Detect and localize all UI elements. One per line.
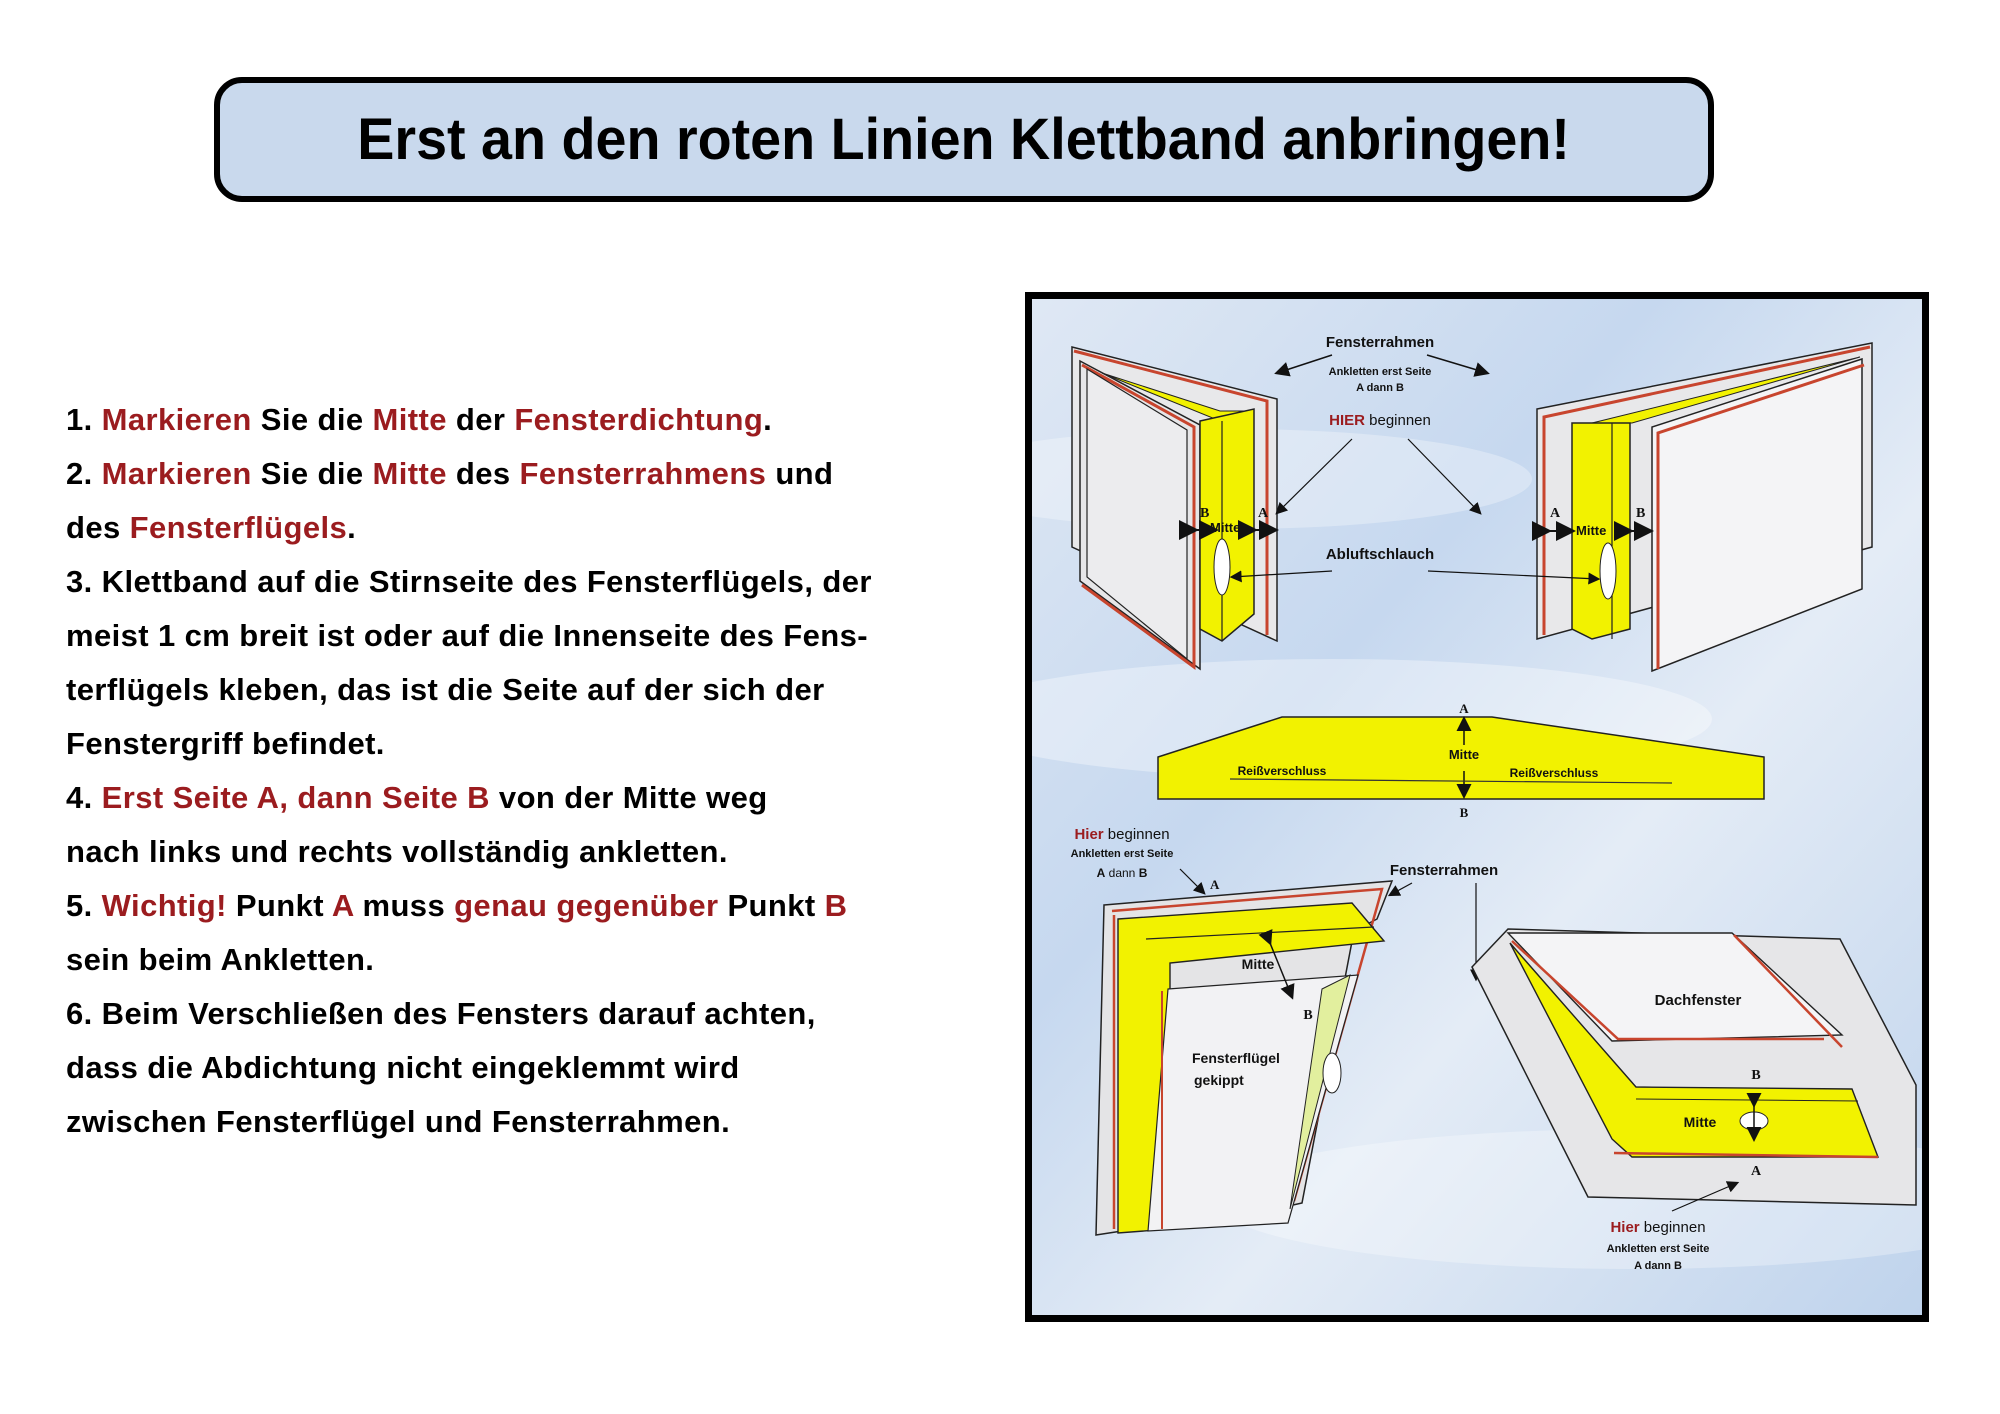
instruction-text: 3. Klettband auf die Stirnseite des Fens… xyxy=(66,564,872,599)
instruction-line: terflügels kleben, das ist die Seite auf… xyxy=(66,663,1026,717)
label-point-b: B xyxy=(1751,1068,1760,1083)
label-point-b: B xyxy=(1200,506,1209,521)
instruction-text: und xyxy=(766,456,834,491)
left-open-window-illustration: B Mitte A xyxy=(1071,346,1279,671)
instruction-text: des xyxy=(66,510,130,545)
label-point-a: A xyxy=(1550,506,1561,521)
instruction-line: 1. Markieren Sie die Mitte der Fensterdi… xyxy=(66,393,1026,447)
instruction-text: Punkt xyxy=(718,888,825,923)
diagram-svg: B Mitte A A Mitte B Fensterrahmen Anklet… xyxy=(1032,299,1922,1315)
instruction-line: dass die Abdichtung nicht eingeklemmt wi… xyxy=(66,1041,1026,1095)
zipper-strip-illustration: A Mitte Reißverschluss Reißverschluss B xyxy=(1157,701,1765,820)
highlighted-text: Erst Seite A, dann Seite B xyxy=(101,780,490,815)
instruction-text: von der Mitte weg xyxy=(489,780,768,815)
instruction-text: sein beim Ankletten. xyxy=(66,942,375,977)
label-mitte: Mitte xyxy=(1210,520,1240,535)
instruction-list: 1. Markieren Sie die Mitte der Fensterdi… xyxy=(66,393,1026,1149)
instruction-text: Sie die xyxy=(251,402,373,437)
instruction-text: . xyxy=(763,402,773,437)
highlighted-text: Fensterdichtung xyxy=(514,402,764,437)
label-reissverschluss-right: Reißverschluss xyxy=(1510,766,1599,780)
label-fensterrahmen: Fensterrahmen xyxy=(1390,862,1498,879)
label-mitte: Mitte xyxy=(1684,1114,1717,1130)
instruction-line: 6. Beim Verschließen des Fensters darauf… xyxy=(66,987,1026,1041)
label-hier-beginnen: Hier beginnen xyxy=(1610,1219,1705,1236)
label-point-b: B xyxy=(1303,1008,1312,1023)
highlighted-text: Fensterflügels xyxy=(129,510,348,545)
label-point-a: A xyxy=(1258,506,1269,521)
label-mitte: Mitte xyxy=(1242,956,1275,972)
highlighted-text: Mitte xyxy=(372,456,447,491)
label-reissverschluss-left: Reißverschluss xyxy=(1238,764,1327,778)
instruction-text: terflügels kleben, das ist die Seite auf… xyxy=(66,672,825,707)
title-banner: Erst an den roten Linien Klettband anbri… xyxy=(214,77,1714,202)
instruction-text: 4. xyxy=(66,780,102,815)
label-dachfenster: Dachfenster xyxy=(1655,992,1742,1009)
label-mitte: Mitte xyxy=(1576,523,1606,538)
label-hier-beginnen: Hier beginnen xyxy=(1074,826,1169,843)
label-fensterfluegel: Fensterflügel xyxy=(1192,1050,1280,1066)
instruction-text: zwischen Fensterflügel und Fensterrahmen… xyxy=(66,1104,731,1139)
label-a-dann-b: A dann B xyxy=(1097,866,1148,880)
label-mitte: Mitte xyxy=(1449,747,1479,762)
instruction-line: sein beim Ankletten. xyxy=(66,933,1026,987)
instruction-text: 6. Beim Verschließen des Fensters darauf… xyxy=(66,996,816,1031)
label-point-a: A xyxy=(1459,701,1469,716)
highlighted-text: A xyxy=(331,888,354,923)
highlighted-text: Mitte xyxy=(372,402,447,437)
instruction-line: des Fensterflügels. xyxy=(66,501,1026,555)
label-a-dann-b: A dann B xyxy=(1634,1260,1682,1272)
highlighted-text: genau gegenüber xyxy=(454,888,719,923)
highlighted-text: Fensterrahmens xyxy=(519,456,767,491)
instruction-line: nach links und rechts vollständig anklet… xyxy=(66,825,1026,879)
instruction-text: des xyxy=(446,456,520,491)
highlighted-text: Wichtig! xyxy=(101,888,227,923)
instruction-text: 5. xyxy=(66,888,102,923)
label-point-a: A xyxy=(1751,1164,1762,1179)
instruction-text: dass die Abdichtung nicht eingeklemmt wi… xyxy=(66,1050,740,1085)
instruction-text: . xyxy=(347,510,357,545)
label-a-dann-b: A dann B xyxy=(1356,382,1404,394)
instruction-line: zwischen Fensterflügel und Fensterrahmen… xyxy=(66,1095,1026,1149)
instruction-line: 2. Markieren Sie die Mitte des Fensterra… xyxy=(66,447,1026,501)
instruction-text: Punkt xyxy=(226,888,332,923)
instruction-text: muss xyxy=(353,888,455,923)
instruction-text: Sie die xyxy=(251,456,373,491)
roof-window-illustration: Dachfenster B Mitte A xyxy=(1471,928,1917,1212)
label-point-b: B xyxy=(1460,805,1469,820)
label-ankletten: Ankletten erst Seite xyxy=(1071,848,1174,860)
label-abluftschlauch: Abluftschlauch xyxy=(1326,546,1434,563)
label-gekippt: gekippt xyxy=(1194,1072,1244,1088)
instruction-line: Fenstergriff befindet. xyxy=(66,717,1026,771)
instruction-text: 2. xyxy=(66,456,102,491)
label-fensterrahmen: Fensterrahmen xyxy=(1326,334,1434,351)
instruction-line: 4. Erst Seite A, dann Seite B von der Mi… xyxy=(66,771,1026,825)
label-hier-beginnen: HIER beginnen xyxy=(1329,412,1431,429)
label-ankletten: Ankletten erst Seite xyxy=(1329,366,1432,378)
instruction-text: Fenstergriff befindet. xyxy=(66,726,385,761)
highlighted-text: B xyxy=(824,888,848,923)
highlighted-text: Markieren xyxy=(101,402,252,437)
label-point-b: B xyxy=(1636,506,1645,521)
installation-diagram: B Mitte A A Mitte B Fensterrahmen Anklet… xyxy=(1025,292,1929,1322)
tilted-window-illustration: Mitte B Fensterflügel gekippt xyxy=(1095,880,1394,1236)
instruction-text: der xyxy=(446,402,515,437)
instruction-line: 5. Wichtig! Punkt A muss genau gegenüber… xyxy=(66,879,1026,933)
instruction-text: 1. xyxy=(66,402,102,437)
label-point-a: A xyxy=(1210,877,1220,892)
right-open-window-illustration: A Mitte B xyxy=(1532,342,1873,673)
label-ankletten: Ankletten erst Seite xyxy=(1607,1243,1710,1255)
page-title: Erst an den roten Linien Klettband anbri… xyxy=(357,107,1571,172)
highlighted-text: Markieren xyxy=(101,456,252,491)
instruction-line: meist 1 cm breit ist oder auf die Innens… xyxy=(66,609,1026,663)
instruction-line: 3. Klettband auf die Stirnseite des Fens… xyxy=(66,555,1026,609)
instruction-text: nach links und rechts vollständig anklet… xyxy=(66,834,728,869)
instruction-text: meist 1 cm breit ist oder auf die Innens… xyxy=(66,618,868,653)
